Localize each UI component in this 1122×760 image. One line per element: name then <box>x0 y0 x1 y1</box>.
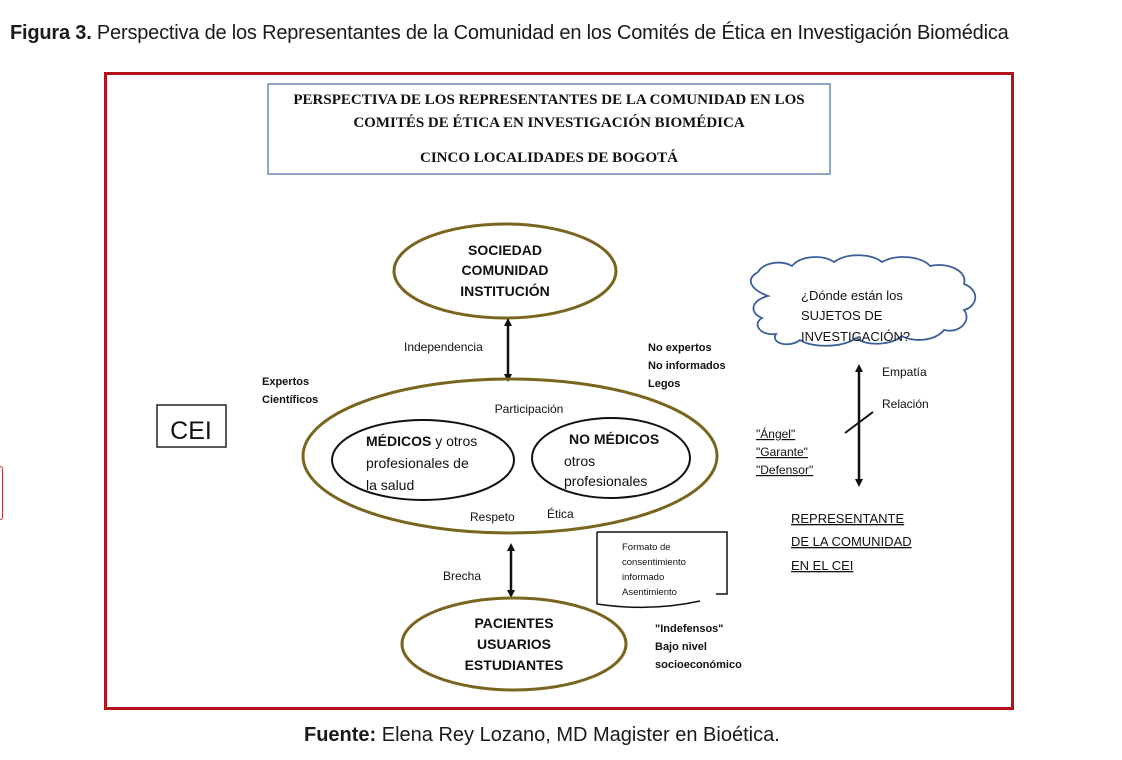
sociedad-line-1: SOCIEDAD <box>468 242 542 258</box>
relacion-label: Relación <box>882 397 929 411</box>
figure-label: Figura 3. <box>10 22 92 44</box>
role-angel: "Ángel" <box>756 426 795 441</box>
title-box: PERSPECTIVA DE LOS REPRESENTANTES DE LA … <box>267 83 831 175</box>
pacientes-line-2: USUARIOS <box>477 636 551 652</box>
representante-line-3: EN EL CEI <box>791 558 853 573</box>
brecha-label: Brecha <box>443 569 481 583</box>
medicos-line-3: la salud <box>366 477 414 493</box>
title-line-2: COMITÉS DE ÉTICA EN INVESTIGACIÓN BIOMÉD… <box>353 114 744 131</box>
title-line-3: CINCO LOCALIDADES DE BOGOTÁ <box>420 149 678 166</box>
consent-line-3: informado <box>622 572 664 583</box>
cei-box-border <box>156 404 227 448</box>
cloud-line-2: SUJETOS DE <box>801 308 883 323</box>
figure-title: Perspectiva de los Representantes de la … <box>91 22 1009 44</box>
no-medicos-line-1: NO MÉDICOS <box>569 431 659 447</box>
role-garante: "Garante" <box>756 445 808 459</box>
no-medicos-ellipse-shape <box>531 417 691 499</box>
participacion-label: Participación <box>495 402 564 416</box>
indefensos-line-2: Bajo nivel <box>655 641 707 653</box>
cei-ellipse: Participación MÉDICOS y otros profesiona… <box>301 377 719 535</box>
indefensos-line-1: "Indefensos" <box>655 623 724 635</box>
page-edge-marker <box>0 466 3 520</box>
sociedad-ellipse: SOCIEDAD COMUNIDAD INSTITUCIÓN <box>392 222 618 320</box>
medicos-rest: y otros <box>431 433 477 449</box>
pacientes-line-1: PACIENTES <box>474 615 553 631</box>
consent-line-1: Formato de <box>622 542 671 553</box>
figure-frame <box>104 72 1014 710</box>
indefensos-line-3: socioeconómico <box>655 659 742 671</box>
pacientes-line-3: ESTUDIANTES <box>465 657 564 673</box>
medicos-line-1: MÉDICOS y otros <box>366 433 477 449</box>
source-text: Elena Rey Lozano, MD Magister en Bioétic… <box>376 724 780 746</box>
cloud-line-3: INVESTIGACIÓN? <box>801 329 910 344</box>
no-expertos-line-3: Legos <box>648 378 680 390</box>
role-defensor: "Defensor" <box>756 463 813 477</box>
medicos-line-2: profesionales de <box>366 455 469 471</box>
no-expertos-line-2: No informados <box>648 360 726 372</box>
sociedad-line-2: COMUNIDAD <box>461 262 548 278</box>
figure-caption: Figura 3. Perspectiva de los Representan… <box>10 22 1009 45</box>
figure-source: Fuente: Elena Rey Lozano, MD Magister en… <box>304 724 780 747</box>
consent-box-border <box>596 531 728 609</box>
title-box-border <box>267 83 831 175</box>
representante-line-2: DE LA COMUNIDAD <box>791 534 912 549</box>
representante-line-1: REPRESENTANTE <box>791 511 904 526</box>
pacientes-ellipse-shape <box>400 596 628 692</box>
relacion-tick <box>844 411 874 434</box>
sociedad-line-3: INSTITUCIÓN <box>460 282 549 299</box>
medicos-bold: MÉDICOS <box>366 433 431 449</box>
title-line-1: PERSPECTIVA DE LOS REPRESENTANTES DE LA … <box>293 92 804 108</box>
consent-line-4: Asentimiento <box>622 587 677 598</box>
source-label: Fuente: <box>304 724 377 746</box>
no-medicos-line-3: profesionales <box>564 473 647 489</box>
no-medicos-line-2: otros <box>564 453 595 469</box>
consent-box: Formato de consentimiento informado Asen… <box>596 531 728 609</box>
cloud-line-1: ¿Dónde están los <box>801 288 903 303</box>
cloud-shape <box>749 254 977 347</box>
expertos-line-1: Expertos <box>262 376 309 388</box>
expertos-line-2: Científicos <box>262 394 318 406</box>
cei-ellipse-shape <box>301 377 719 535</box>
empatia-label: Empatía <box>882 365 927 379</box>
sujetos-cloud: ¿Dónde están los SUJETOS DE INVESTIGACIÓ… <box>749 254 977 347</box>
consent-line-2: consentimiento <box>622 557 686 568</box>
respeto-label: Respeto <box>470 510 515 524</box>
etica-label: Ética <box>547 506 574 521</box>
pacientes-ellipse: PACIENTES USUARIOS ESTUDIANTES <box>400 596 628 692</box>
no-expertos-line-1: No expertos <box>648 342 712 354</box>
independencia-label: Independencia <box>404 340 483 354</box>
cei-box: CEI <box>156 404 227 448</box>
medicos-ellipse-shape <box>331 419 515 501</box>
cei-label: CEI <box>170 417 212 445</box>
